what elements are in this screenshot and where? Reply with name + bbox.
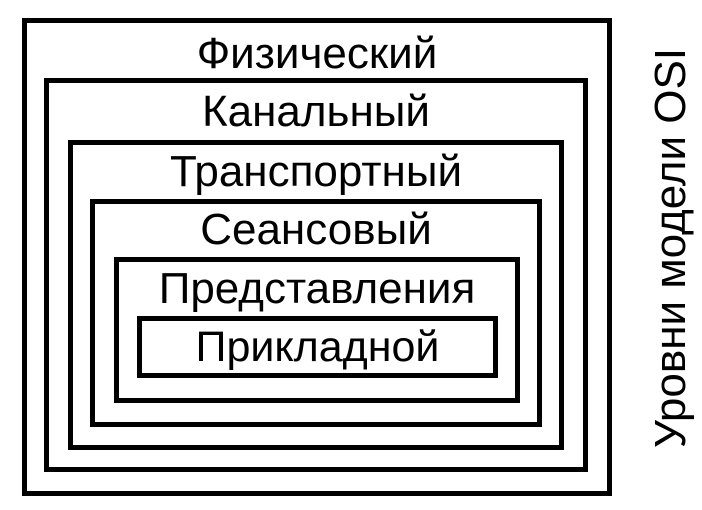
layer-box-session [90,199,542,427]
layer-label-presentation: Представления [158,264,476,313]
layer-label-data-link: Канальный [202,87,430,136]
layer-box-transport [68,140,564,450]
layer-label-application: Прикладной [195,323,440,371]
layer-label-transport: Транспортный [169,147,463,196]
layer-label-session: Сеансовый [200,205,432,254]
layer-label-physical: Физический [196,29,438,78]
layer-box-physical [22,18,612,496]
side-title: Уровни модели OSI [646,47,695,449]
layer-box-presentation [114,257,520,403]
layer-box-application [137,316,498,378]
layer-box-data-link [44,78,588,472]
